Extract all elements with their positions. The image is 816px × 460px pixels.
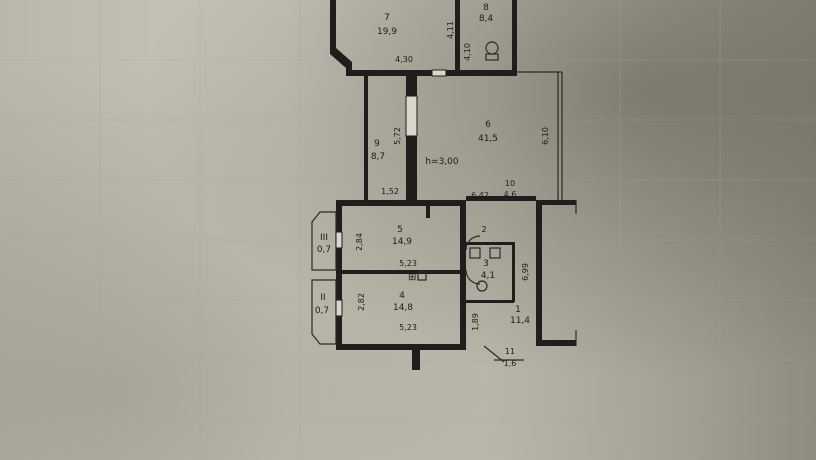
dim-6-99: 6,99 — [521, 263, 530, 281]
room-7-number: 7 — [384, 13, 390, 23]
ceiling-height: h=3,00 — [425, 157, 459, 167]
room-6: 6 41,5 — [478, 120, 498, 144]
room-1-area: 11,4 — [510, 316, 530, 326]
dim-2-84: 2,84 — [355, 233, 364, 251]
room-3-number: 3 — [483, 259, 489, 269]
dim-1-52: 1,52 — [381, 187, 399, 196]
room-7-area: 19,9 — [377, 27, 397, 37]
balcony-ii-area: 0,7 — [315, 306, 329, 316]
dim-5-23-bottom: 5,23 — [399, 323, 417, 332]
room-2-number: 2 — [481, 225, 486, 234]
room-1: 1 11,4 — [510, 305, 530, 326]
room-3-area: 4,1 — [481, 271, 495, 281]
dim-5-23-top: 5,23 — [399, 259, 417, 268]
dim-6-42: 6,42 — [471, 191, 489, 200]
room-4-number: 4 — [399, 291, 405, 301]
room-9-number: 9 — [374, 139, 380, 149]
room-9-area: 8,7 — [371, 152, 385, 162]
dim-4-10: 4,10 — [463, 43, 472, 61]
room-5: 5 14,9 — [392, 225, 412, 247]
dim-1-6: 1,6 — [504, 359, 517, 368]
svg-text:⊞: ⊞ — [408, 272, 416, 283]
room-8: 8 8,4 — [479, 3, 494, 24]
balcony-iii-number: III — [320, 233, 328, 243]
room-7: 7 19,9 — [377, 13, 397, 37]
room-6-area: 41,5 — [478, 134, 498, 144]
dim-5-72: 5,72 — [393, 127, 402, 145]
dim-2-82: 2,82 — [357, 293, 366, 311]
dim-4-30: 4,30 — [395, 55, 413, 64]
balcony-iii-area: 0,7 — [317, 245, 331, 255]
room-10: 10 4,6 — [504, 179, 517, 199]
room-9: 9 8,7 — [371, 139, 385, 162]
dim-1-89: 1,89 — [471, 313, 480, 331]
dim-11: 11 — [505, 347, 515, 356]
balcony-ii-number: II — [320, 293, 325, 303]
walls: ⊞ — [311, 0, 577, 370]
room-1-number: 1 — [515, 305, 521, 315]
room-10-area: 4,6 — [504, 190, 517, 199]
balcony-ii: II 0,7 — [315, 293, 329, 316]
room-6-number: 6 — [485, 120, 491, 130]
balcony-iii: III 0,7 — [317, 233, 331, 255]
room-10-number: 10 — [505, 179, 515, 188]
room-8-number: 8 — [483, 3, 489, 13]
room-5-number: 5 — [397, 225, 403, 235]
dimension-labels: 4,30 4,11 4,10 6,10 5,72 h=3,00 1,52 6,4… — [355, 21, 550, 368]
dim-6-10: 6,10 — [541, 127, 550, 145]
room-5-area: 14,9 — [392, 237, 412, 247]
room-2: 2 — [481, 225, 486, 234]
room-4-area: 14,8 — [393, 303, 413, 313]
dim-4-11: 4,11 — [446, 21, 455, 39]
room-4: 4 14,8 — [393, 291, 413, 313]
room-3: 3 4,1 — [481, 259, 495, 281]
room-8-area: 8,4 — [479, 14, 494, 24]
